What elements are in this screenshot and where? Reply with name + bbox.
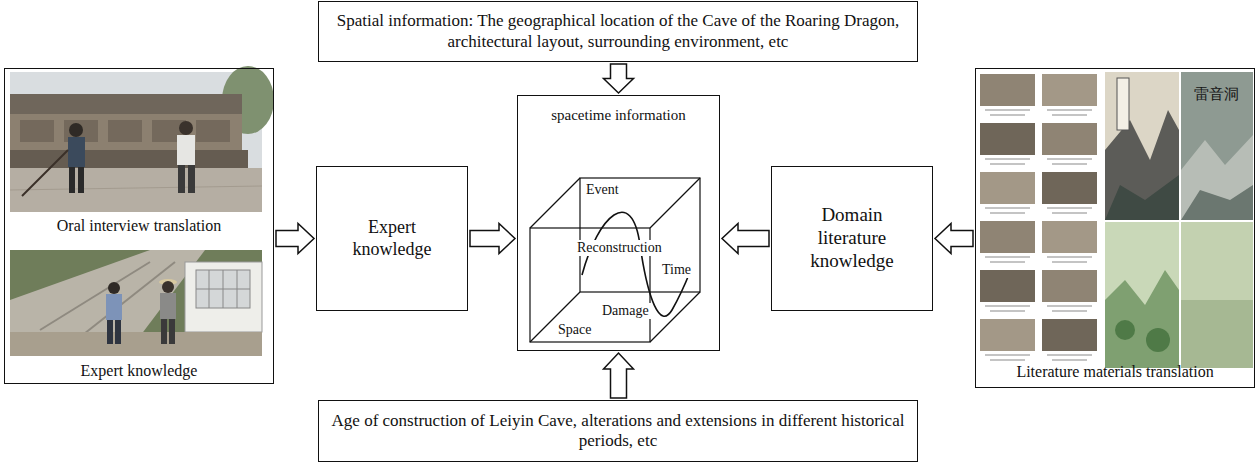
curve-label: Damage <box>600 303 651 319</box>
info-box: Spatial information: The geographical lo… <box>318 1 918 62</box>
literature-panel: Literature materials translation <box>975 68 1255 388</box>
archive-thumbnails <box>980 74 1097 361</box>
expert-photo <box>10 250 262 356</box>
photo-panel: Oral interview translationExpert knowled… <box>4 68 274 384</box>
axis-label: Space <box>556 322 593 338</box>
spacetime-cube <box>530 178 700 342</box>
node-label: Domain literature knowledge <box>794 204 910 272</box>
text-wrapper: Expert knowledge <box>317 167 467 310</box>
block-arrow <box>604 64 634 93</box>
block-arrow <box>604 353 634 398</box>
process-box: Expert knowledge <box>316 166 468 311</box>
block-arrow <box>276 224 314 254</box>
block-arrow <box>470 224 515 254</box>
text-wrapper: Domain literature knowledge <box>772 167 932 310</box>
block-arrow <box>935 224 973 254</box>
info-box: Age of construction of Leiyin Cave, alte… <box>318 400 918 462</box>
text-wrapper: Spatial information: The geographical lo… <box>319 2 917 61</box>
book-covers <box>1105 72 1253 368</box>
text-wrapper: Age of construction of Leiyin Cave, alte… <box>319 401 917 461</box>
node-label: Expert knowledge <box>327 217 457 260</box>
block-arrow <box>722 224 769 254</box>
axis-label: Time <box>660 262 693 278</box>
book-title: 雷音洞 <box>1194 86 1239 103</box>
caption: Literature materials translation <box>978 362 1252 381</box>
caption: Oral interview translation <box>7 216 271 235</box>
node-label: Spatial information: The geographical lo… <box>329 11 907 52</box>
node-label: spacetime information <box>520 106 717 124</box>
node-label: Expert knowledge <box>7 361 271 380</box>
axis-label: Event <box>584 182 621 198</box>
node-label: Age of construction of Leiyin Cave, alte… <box>329 411 907 452</box>
interview-photo <box>10 66 274 212</box>
process-box: Domain literature knowledge <box>771 166 933 311</box>
curve-label: Reconstruction <box>575 240 664 256</box>
